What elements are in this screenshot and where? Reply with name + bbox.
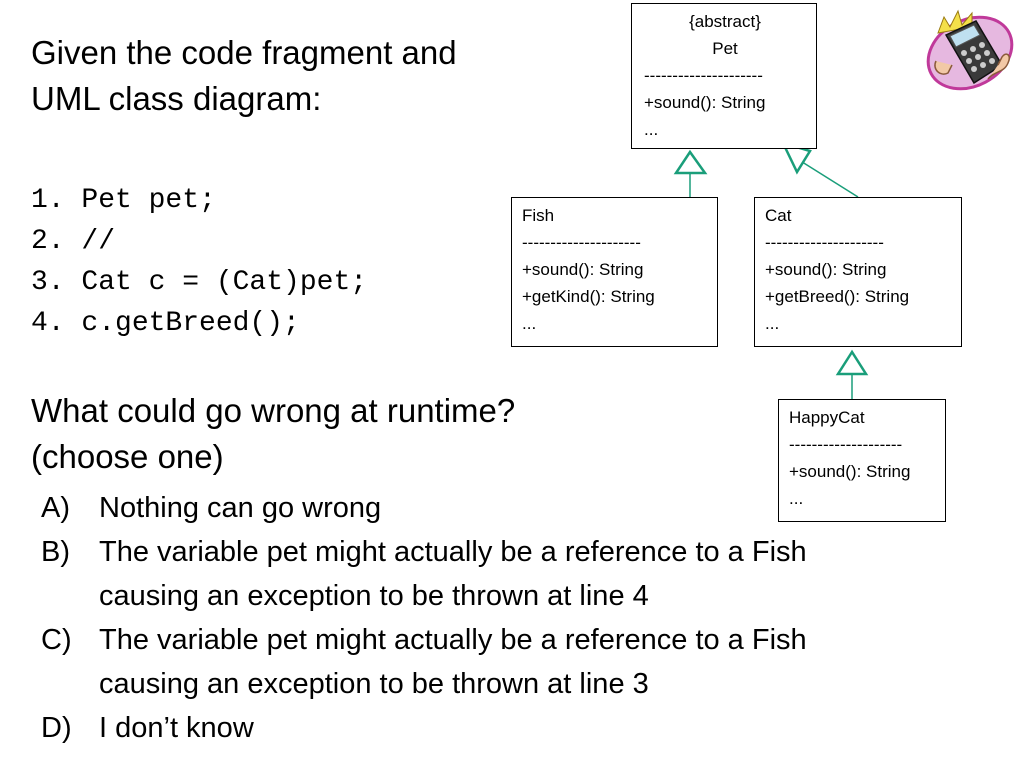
fish-method-getkind: +getKind(): String xyxy=(522,287,655,306)
fish-inheritance-arrowhead xyxy=(673,149,708,175)
cat-more: ... xyxy=(765,314,780,333)
uml-class-cat: Cat --------------------- +sound(): Stri… xyxy=(754,197,962,347)
choice-b[interactable]: B) The variable pet might actually be a … xyxy=(41,530,971,618)
choice-a[interactable]: A) Nothing can go wrong xyxy=(41,486,971,530)
choice-letter: A) xyxy=(41,492,70,524)
answer-choices: A) Nothing can go wrong B) The variable … xyxy=(41,486,971,750)
fish-separator: --------------------- xyxy=(522,233,641,252)
happycat-more: ... xyxy=(789,489,804,508)
choice-letter: C) xyxy=(41,624,72,656)
code-line-3: 3. Cat c = (Cat)pet; xyxy=(31,267,368,298)
slide-title: Given the code fragment and UML class di… xyxy=(31,30,457,122)
title-line-1: Given the code fragment and xyxy=(31,34,457,71)
choice-c[interactable]: C) The variable pet might actually be a … xyxy=(41,618,971,706)
fish-class-name: Fish xyxy=(522,206,555,225)
code-line-4: 4. c.getBreed(); xyxy=(31,308,300,339)
choice-text: The variable pet might actually be a ref… xyxy=(99,624,807,700)
pet-separator: --------------------- xyxy=(644,66,763,85)
uml-class-fish: Fish --------------------- +sound(): Str… xyxy=(511,197,718,347)
cat-separator: --------------------- xyxy=(765,233,884,252)
choice-text: I don’t know xyxy=(99,712,254,744)
happycat-class-name: HappyCat xyxy=(789,408,865,427)
happycat-inheritance-arrowhead xyxy=(835,349,869,376)
fish-method-sound: +sound(): String xyxy=(522,260,644,279)
title-line-2: UML class diagram: xyxy=(31,80,322,117)
choice-d[interactable]: D) I don’t know xyxy=(41,706,971,750)
choice-letter: D) xyxy=(41,712,72,744)
code-line-1: 1. Pet pet; xyxy=(31,185,216,216)
cat-class-name: Cat xyxy=(765,206,792,225)
happycat-method-sound: +sound(): String xyxy=(789,462,911,481)
cat-method-sound: +sound(): String xyxy=(765,260,887,279)
cat-inheritance-line xyxy=(798,159,859,198)
code-line-2: 2. // xyxy=(31,226,116,257)
uml-class-happycat: HappyCat -------------------- +sound(): … xyxy=(778,399,946,522)
remote-control-icon xyxy=(926,9,1014,91)
pet-method-sound: +sound(): String xyxy=(644,93,766,112)
code-fragment: 1. Pet pet; 2. // 3. Cat c = (Cat)pet; 4… xyxy=(31,180,367,344)
choice-text: The variable pet might actually be a ref… xyxy=(99,536,807,612)
pet-class-name: Pet xyxy=(712,39,738,58)
question-line-2: (choose one) xyxy=(31,438,224,475)
cat-method-getbreed: +getBreed(): String xyxy=(765,287,910,306)
pet-stereotype: {abstract} xyxy=(689,12,761,31)
pet-more: ... xyxy=(644,120,659,139)
uml-class-pet: {abstract} Pet --------------------- +so… xyxy=(631,3,817,149)
choice-letter: B) xyxy=(41,536,70,568)
choice-text: Nothing can go wrong xyxy=(99,492,382,524)
question-line-1: What could go wrong at runtime? xyxy=(31,392,516,429)
happycat-separator: -------------------- xyxy=(789,435,903,454)
fish-more: ... xyxy=(522,314,537,333)
question-text: What could go wrong at runtime? (choose … xyxy=(31,388,515,480)
